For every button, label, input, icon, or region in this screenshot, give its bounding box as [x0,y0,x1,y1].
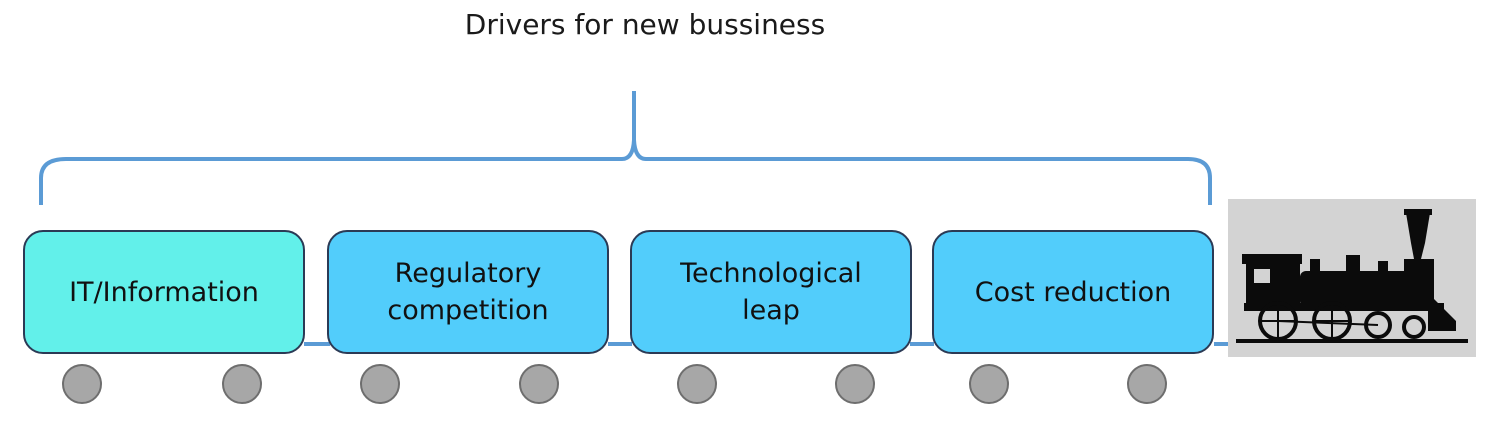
wheel-icon [677,364,717,404]
car-it-information: IT/Information [23,230,305,354]
car-label: IT/Information [69,276,259,308]
wheel-icon [519,364,559,404]
wheel-icon [969,364,1009,404]
wheel-icon [222,364,262,404]
locomotive-picture [1228,199,1476,357]
car-technological-leap: Technological leap [630,230,912,354]
car-label: Cost reduction [974,276,1172,308]
wheel-icon [62,364,102,404]
coupler [304,342,330,346]
coupler [910,342,934,346]
coupler [1214,342,1230,346]
wheel-icon [360,364,400,404]
wheel-icon [835,364,875,404]
car-label: Regulatory competition [387,258,549,326]
steam-locomotive-icon [1236,209,1468,343]
coupler [608,342,632,346]
car-label: Technological leap [680,258,862,326]
car-cost-reduction: Cost reduction [932,230,1214,354]
wheel-icon [1127,364,1167,404]
car-regulatory-competition: Regulatory competition [327,230,609,354]
diagram-title: Drivers for new bussiness [464,8,826,41]
